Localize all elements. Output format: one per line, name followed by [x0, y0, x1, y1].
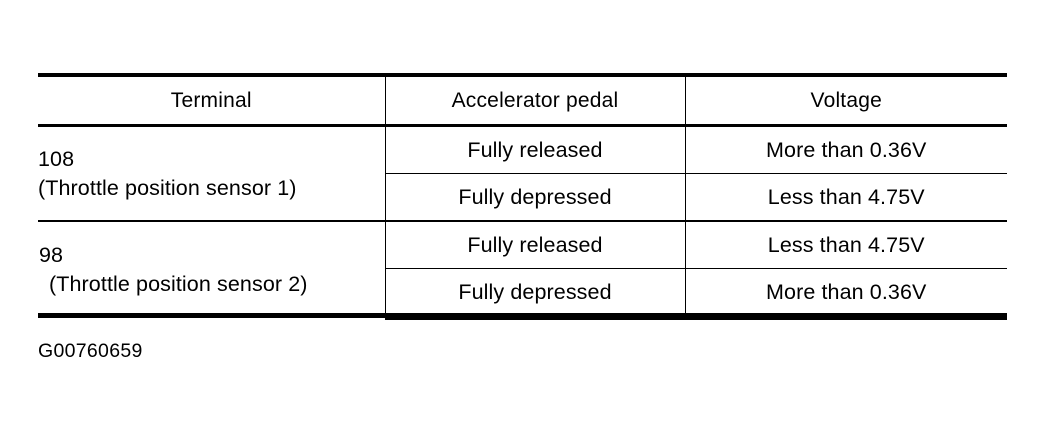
table-row: Fully depressed Less than 4.75V: [38, 173, 1007, 221]
terminal-description: (Throttle position sensor 1): [38, 175, 297, 200]
specification-table: Terminal Accelerator pedal Voltage 108 (…: [38, 73, 1007, 320]
table-body: 108 (Throttle position sensor 1) Fully r…: [38, 124, 1007, 320]
pedal-state-cell: Fully released: [384, 124, 685, 174]
table-header: Terminal Accelerator pedal Voltage: [38, 73, 1007, 126]
pedal-state-cell: Fully depressed: [384, 268, 685, 320]
column-header-voltage: Voltage: [684, 73, 1007, 126]
pedal-state-cell: Fully depressed: [384, 173, 685, 221]
pedal-state-cell: Fully released: [384, 220, 685, 269]
voltage-value-cell: Less than 4.75V: [684, 220, 1007, 269]
terminal-number: 98: [39, 243, 64, 268]
terminal-cell-108: 108 (Throttle position sensor 1): [38, 124, 385, 221]
table-bottom-rule: [38, 313, 1007, 318]
terminal-cell-98: 98 (Throttle position sensor 2): [38, 220, 385, 318]
figure-caption: G00760659: [38, 340, 143, 362]
table-header-row: Terminal Accelerator pedal Voltage: [38, 73, 1007, 126]
voltage-value-cell: More than 0.36V: [684, 268, 1007, 320]
table-row: 98 (Throttle position sensor 2) Fully re…: [38, 220, 1007, 318]
terminal-description: (Throttle position sensor 2): [49, 271, 308, 296]
table-row: 108 (Throttle position sensor 1) Fully r…: [38, 124, 1007, 221]
voltage-value-cell: Less than 4.75V: [684, 173, 1007, 221]
voltage-value-cell: More than 0.36V: [684, 124, 1007, 174]
column-header-terminal: Terminal: [38, 73, 385, 126]
column-header-accelerator-pedal: Accelerator pedal: [384, 73, 685, 126]
terminal-number: 108: [38, 147, 75, 172]
